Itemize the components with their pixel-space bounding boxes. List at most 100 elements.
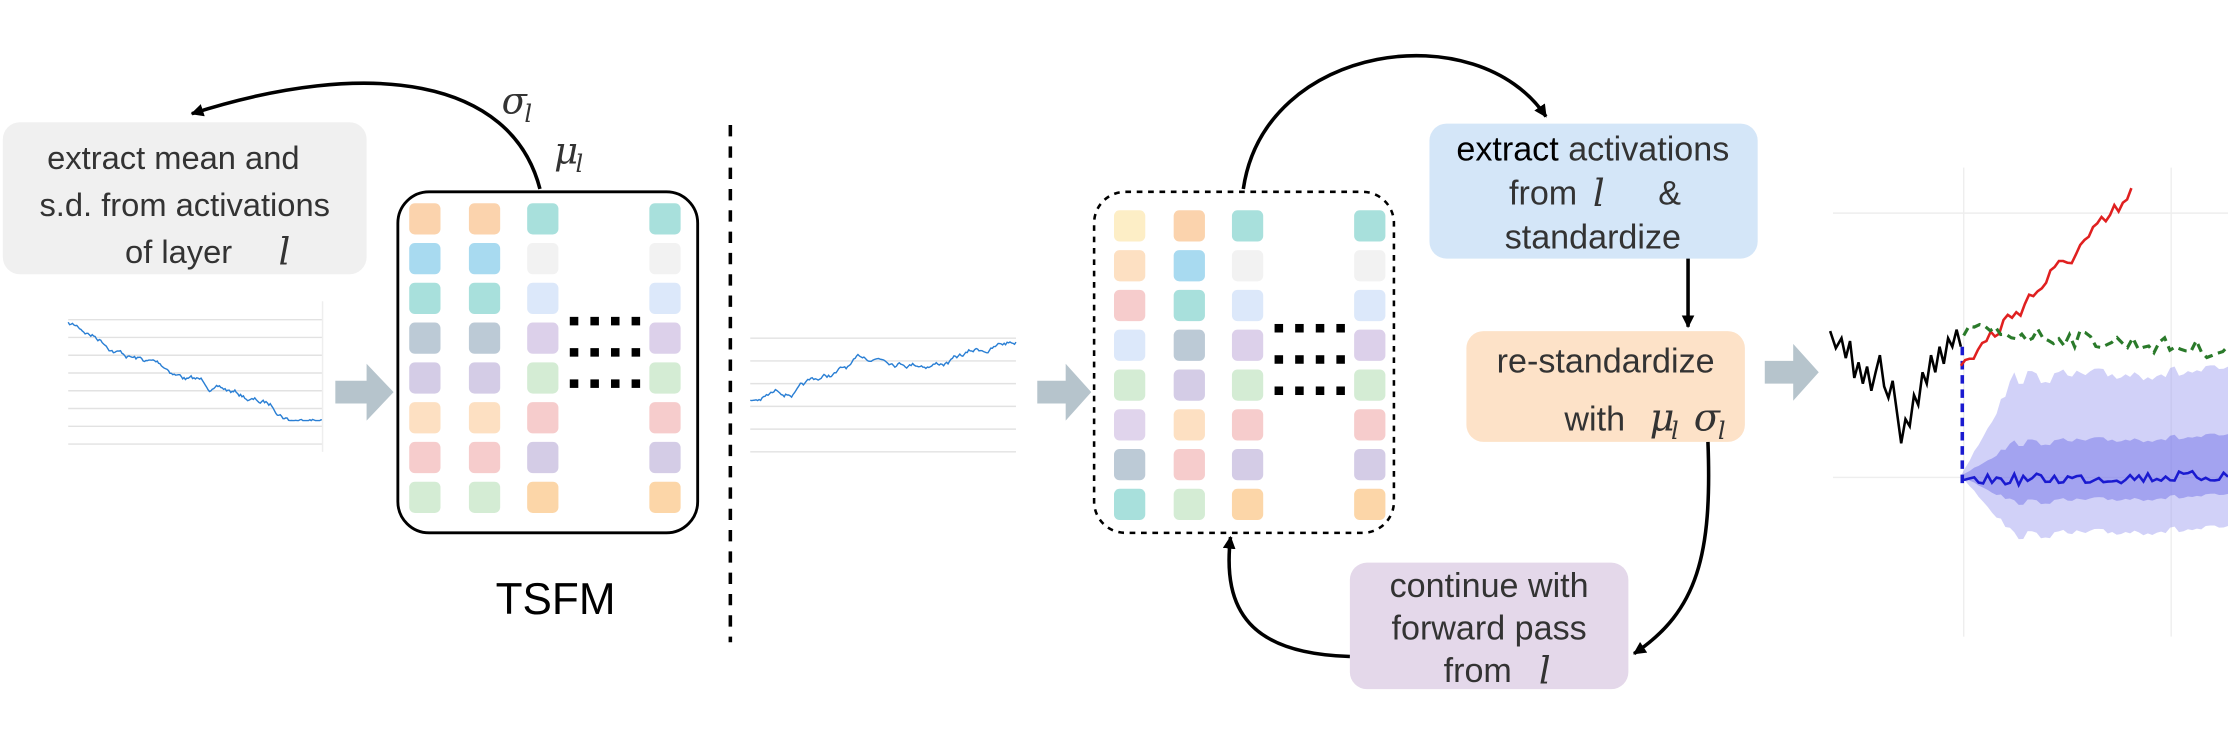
extract-stats-line-2: s.d. from activations <box>39 186 330 223</box>
ellipsis-dot <box>569 348 579 357</box>
activation-cell <box>1231 409 1264 441</box>
extract-activations-line-1: extract activations <box>1456 131 1729 169</box>
extract-activations-amp: & <box>1658 175 1681 213</box>
activation-cell <box>1231 250 1264 282</box>
activation-cell <box>1113 409 1146 441</box>
alternative-forecast-red <box>1959 187 2133 367</box>
ellipsis-dot <box>1336 386 1345 396</box>
extract-activations-box <box>1429 123 1758 259</box>
tsfm-label: TSFM <box>496 575 616 624</box>
activation-cell <box>1113 488 1146 521</box>
activation-cell <box>1173 488 1205 521</box>
activation-cell <box>1113 329 1146 361</box>
activation-cell <box>649 322 681 354</box>
ellipsis-dot <box>590 316 599 326</box>
activation-cell <box>527 402 559 434</box>
activation-cell <box>1173 210 1205 242</box>
activation-cell <box>468 242 501 275</box>
activation-cell <box>1354 488 1386 521</box>
tsfm-activation-grid-right <box>1113 210 1386 521</box>
activation-cell <box>527 362 559 394</box>
ellipsis-dot <box>610 379 620 388</box>
sigma-subscript-left: l <box>524 100 532 128</box>
activation-cell <box>1354 210 1386 242</box>
ellipsis-dot <box>1295 355 1304 364</box>
activation-cell <box>1113 210 1146 242</box>
ellipsis-dot <box>590 379 599 388</box>
continue-forward-box <box>1349 562 1629 690</box>
activation-cell <box>1354 369 1386 401</box>
layer-symbol-left: l <box>278 230 290 273</box>
activation-cell <box>1231 210 1264 242</box>
tsfm-activation-grid <box>409 203 681 513</box>
ellipsis-dot <box>569 316 579 326</box>
input-series-chart-right <box>750 337 1017 453</box>
activation-cell <box>649 402 681 434</box>
restandardize-box <box>1466 331 1745 442</box>
extract-stats-box <box>2 122 367 275</box>
ellipsis-dot <box>1295 323 1304 333</box>
ellipsis-dot <box>610 348 620 357</box>
activation-cell <box>1354 250 1386 282</box>
activation-cell <box>527 441 559 474</box>
activation-cell <box>409 322 441 354</box>
layer-symbol-continue: l <box>1539 649 1551 692</box>
activation-cell <box>409 481 441 513</box>
mu-subscript-left: l <box>575 150 583 178</box>
continue-line-1: continue with <box>1390 567 1589 605</box>
extract-activations-from: from <box>1509 175 1577 213</box>
activation-cell <box>1113 369 1146 401</box>
extract-stats-line-1: extract mean and <box>47 139 299 176</box>
ellipsis-dot <box>631 348 641 357</box>
activation-cell <box>1354 449 1386 481</box>
activation-cell <box>527 322 559 354</box>
series-line <box>750 341 1017 402</box>
ellipsis-dot <box>590 348 599 357</box>
ellipsis-dot <box>1315 355 1325 364</box>
sigma-symbol-restandardize: σ <box>1694 396 1722 441</box>
forecast-chart <box>1828 167 2228 637</box>
ellipsis-dot <box>1295 386 1304 396</box>
gray-arrow-into-model-right <box>1037 363 1092 421</box>
curved-arrow-to-stats <box>190 81 542 190</box>
extract-keyword: extract <box>1456 131 1559 169</box>
activation-cell <box>1173 250 1205 282</box>
alternative-forecast-green <box>1962 322 2228 360</box>
sigma-subscript-restandardize: l <box>1718 417 1726 445</box>
series-line <box>67 321 323 422</box>
activation-cell <box>468 322 501 354</box>
activation-cell <box>468 203 501 235</box>
ellipsis-dot <box>631 316 641 326</box>
ellipsis-dot <box>1315 323 1325 333</box>
forecast-outer-band <box>1960 365 2228 540</box>
arrow-restandardize-to-continue <box>1632 441 1711 656</box>
activation-cell <box>1231 449 1264 481</box>
tsfm-model-box <box>396 190 700 535</box>
mu-subscript-restandardize: l <box>1671 417 1679 445</box>
curved-arrow-to-extract <box>1241 53 1548 190</box>
activation-cell <box>649 203 681 235</box>
gray-arrow-into-forecast <box>1764 343 1819 401</box>
ellipsis-dot <box>1336 355 1345 364</box>
activation-cell <box>1231 369 1264 401</box>
activation-cell <box>1354 329 1386 361</box>
activation-cell <box>1113 449 1146 481</box>
activation-cell <box>527 282 559 315</box>
activation-cell <box>468 362 501 394</box>
activation-cell <box>1173 449 1205 481</box>
activation-cell <box>649 481 681 513</box>
activation-cell <box>468 481 501 513</box>
forecast-inner-band <box>1960 433 2228 505</box>
activation-cell <box>409 441 441 474</box>
activation-cell <box>649 242 681 275</box>
ellipsis-dot <box>1274 323 1284 333</box>
activation-cell <box>1354 289 1386 322</box>
gray-arrow-into-model <box>335 363 394 421</box>
activation-cell <box>468 402 501 434</box>
ellipsis-dot <box>610 316 620 326</box>
restandardize-with: with <box>1563 401 1625 439</box>
activation-cell <box>1173 289 1205 322</box>
activation-cell <box>468 282 501 315</box>
activation-cell <box>1113 250 1146 282</box>
